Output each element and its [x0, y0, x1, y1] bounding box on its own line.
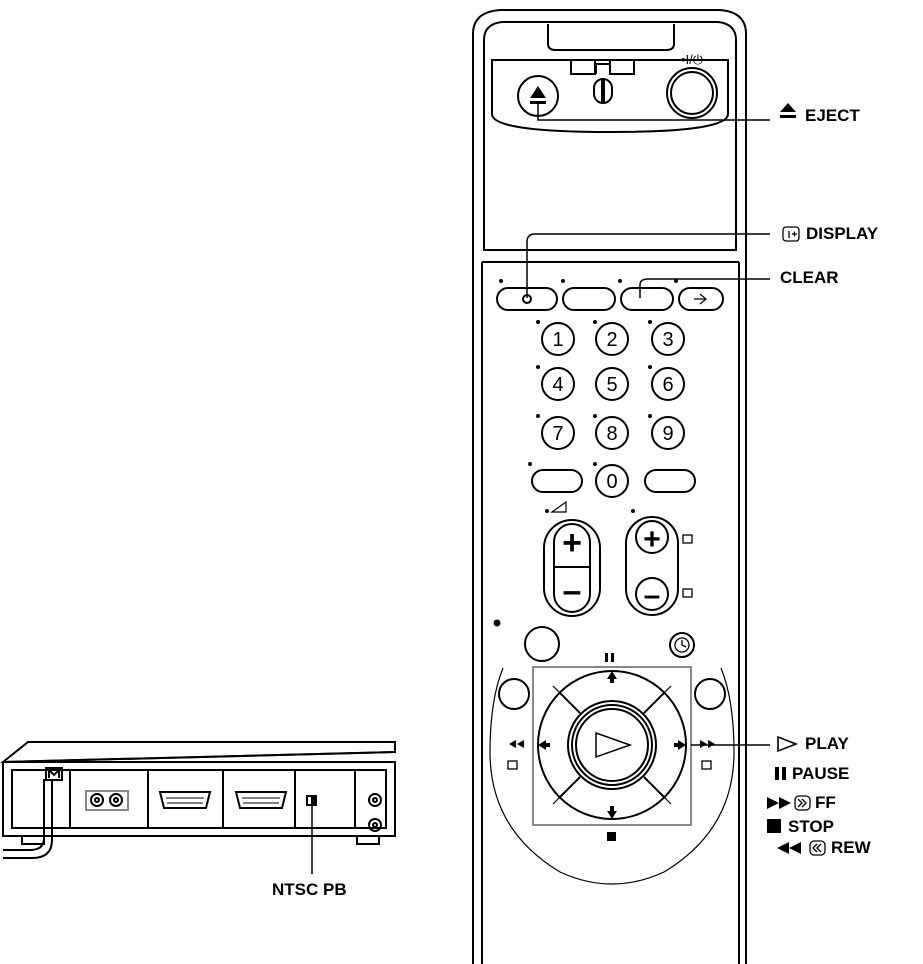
key-9: 9	[662, 423, 673, 445]
volume-rocker[interactable]	[543, 519, 601, 617]
remote-body	[472, 9, 747, 964]
channel-rocker[interactable]	[625, 516, 679, 616]
rew-label: REW	[831, 838, 871, 857]
display-label: DISPLAY	[806, 224, 879, 243]
selector-switch[interactable]	[570, 59, 635, 104]
key-5: 5	[606, 374, 617, 396]
number-keypad[interactable]	[531, 322, 696, 498]
top-row-buttons[interactable]	[496, 287, 724, 311]
clear-label: CLEAR	[780, 268, 839, 287]
key-3: 3	[662, 329, 673, 351]
power-button[interactable]	[666, 67, 718, 119]
stop-label: STOP	[788, 817, 834, 836]
ntsc-pb-label: NTSC PB	[272, 880, 347, 899]
volume-minus: –	[563, 572, 582, 610]
key-2: 2	[606, 329, 617, 351]
power-label: •I/⏻	[681, 52, 703, 67]
key-7: 7	[552, 423, 563, 445]
transport-control[interactable]	[489, 626, 735, 885]
play-label: PLAY	[805, 734, 849, 753]
eject-label: EJECT	[805, 106, 860, 125]
channel-minus: –	[644, 579, 661, 612]
ff-label: FF	[815, 793, 836, 812]
vcr-rear-panel	[0, 741, 396, 859]
pause-label: PAUSE	[792, 764, 850, 783]
channel-plus: +	[643, 523, 661, 556]
key-1: 1	[552, 329, 563, 351]
key-4: 4	[552, 374, 563, 396]
key-8: 8	[606, 423, 617, 445]
key-6: 6	[662, 374, 673, 396]
key-0: 0	[606, 471, 617, 493]
volume-plus: +	[562, 524, 582, 562]
leader-lines	[526, 104, 770, 746]
